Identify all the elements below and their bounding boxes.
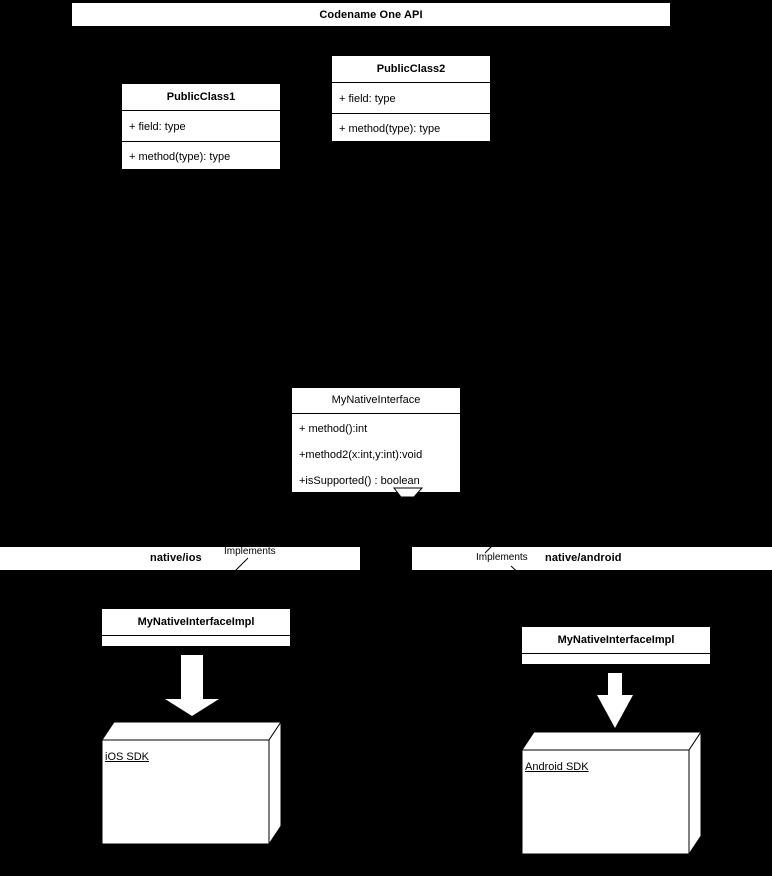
class-fields-public-class-1: + field: type [122,110,280,141]
implements-connector-android-upper [482,536,506,556]
interface-operations: + method():int +method2(x:int,y:int):voi… [292,413,460,492]
interface-title-my-native-interface: MyNativeInterface [331,394,421,406]
native-ios-label: native/ios [150,552,202,564]
class-fields-public-class-2: + field: type [332,82,490,113]
interface-operation-row: +method2(x:int,y:int):void [299,449,423,461]
android-impl-to-sdk-arrow [595,673,635,729]
class-empty-compartment-android-impl [522,653,710,666]
class-methods-public-class-1: + method(type): type [122,141,280,170]
node-label-android-sdk: Android SDK [525,761,589,773]
class-methods-public-class-2: + method(type): type [332,113,490,142]
implements-label-ios: Implements [224,546,276,557]
node-label-ios-sdk: iOS SDK [105,751,150,763]
interface-box-my-native-interface[interactable]: MyNativeInterface + method():int +method… [291,387,461,493]
native-ios-band [0,546,361,571]
implements-connector-ios [228,556,256,576]
class-method-row: + method(type): type [339,122,441,135]
class-box-ios-impl[interactable]: MyNativeInterfaceImpl [101,608,291,647]
generalization-arrowhead-icon [392,486,424,500]
native-android-band [411,546,772,571]
class-field-row: + field: type [129,120,186,133]
ios-impl-to-sdk-arrow [163,655,221,717]
class-title-public-class-1: PublicClass1 [166,91,236,103]
class-title-ios-impl: MyNativeInterfaceImpl [137,616,255,628]
implements-label-android: Implements [476,552,528,563]
class-box-public-class-1[interactable]: PublicClass1 + field: type + method(type… [121,83,281,170]
class-title-public-class-2: PublicClass2 [376,63,446,75]
interface-operation-row: +isSupported() : boolean [299,475,420,487]
class-empty-compartment-ios-impl [102,635,290,648]
class-box-android-impl[interactable]: MyNativeInterfaceImpl [521,626,711,665]
class-title-android-impl: MyNativeInterfaceImpl [557,634,675,646]
class-field-row: + field: type [339,92,396,105]
codename-one-api-band: Codename One API [71,2,671,27]
implements-connector-android-lower [508,564,532,582]
node-android-sdk[interactable]: Android SDK [521,731,703,856]
codename-one-api-label: Codename One API [319,8,423,21]
interface-operation-row: + method():int [299,423,368,435]
node-ios-sdk[interactable]: iOS SDK [101,721,283,846]
native-android-label: native/android [545,552,622,564]
class-box-public-class-2[interactable]: PublicClass2 + field: type + method(type… [331,55,491,142]
class-method-row: + method(type): type [129,150,231,163]
